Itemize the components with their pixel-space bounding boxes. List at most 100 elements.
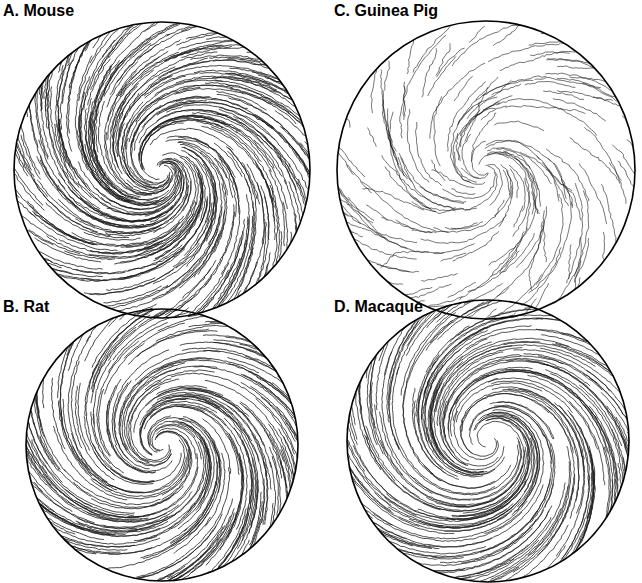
nerve-fiber [412, 388, 459, 479]
nerve-fiber [312, 165, 318, 176]
nerve-fiber [114, 383, 150, 469]
nerve-fiber [558, 191, 589, 300]
nerve-fiber [491, 462, 570, 580]
nerve-fiber [562, 333, 611, 355]
nerve-fiber [144, 202, 196, 248]
nerve-fiber [187, 389, 249, 417]
nerve-fiber [69, 296, 81, 297]
nerve-fiber [460, 233, 535, 300]
nerve-fiber [105, 132, 169, 194]
nerve-fiber [630, 440, 637, 460]
nerve-fiber [68, 47, 85, 134]
nerve-fiber [416, 122, 442, 186]
nerve-fiber [385, 497, 507, 525]
nerve-fiber [91, 412, 111, 464]
nerve-fiber [329, 167, 408, 249]
nerve-fiber [189, 323, 244, 326]
nerve-fiber [62, 170, 99, 209]
nerve-fiber [607, 406, 635, 473]
nerve-fiber [451, 189, 475, 195]
nerve-fiber [460, 96, 512, 137]
nerve-fiber [176, 98, 275, 128]
nerve-fiber [280, 126, 319, 174]
nerve-fiber [375, 404, 403, 475]
nerve-fiber [255, 162, 273, 202]
nerve-fiber [500, 228, 527, 274]
nerve-fiber [383, 61, 390, 131]
nerve-fiber [247, 52, 272, 57]
nerve-fiber [144, 73, 270, 97]
nerve-fiber [36, 516, 157, 544]
nerve-fiber [155, 575, 182, 583]
nerve-fiber [497, 99, 597, 136]
nerve-fiber [552, 344, 622, 385]
nerve-fiber [272, 456, 278, 538]
nerve-fiber [139, 110, 227, 143]
nerve-fiber [413, 13, 466, 73]
nerve-fiber [146, 200, 193, 245]
nerve-fiber [462, 134, 479, 178]
nerve-lines [328, 13, 642, 328]
nerve-fiber [428, 57, 456, 97]
nerve-fiber [154, 538, 221, 583]
nerve-fiber [219, 158, 237, 216]
nerve-fiber [456, 133, 460, 161]
nerve-fiber [261, 96, 301, 122]
nerve-fiber [54, 341, 61, 363]
nerve-fiber [452, 22, 534, 66]
nerve-fiber [122, 368, 177, 449]
nerve-fiber [64, 251, 115, 260]
nerve-fiber [524, 23, 544, 26]
nerve-fiber [140, 399, 243, 455]
nerve-fiber [228, 406, 272, 490]
nerve-fiber [214, 340, 276, 356]
nerve-fiber [225, 231, 243, 280]
nerve-fiber [425, 365, 496, 476]
nerve-fiber [138, 358, 259, 384]
nerve-fiber [7, 153, 43, 205]
nerve-fiber [368, 128, 377, 147]
nerve-fiber [60, 32, 88, 130]
nerve-fiber [67, 324, 82, 356]
nerve-fiber [336, 216, 388, 240]
nerve-fiber [346, 165, 372, 193]
nerve-fiber [361, 257, 419, 272]
nerve-fiber [369, 331, 386, 454]
nerve-fiber [241, 402, 285, 462]
nerve-fiber [403, 82, 405, 120]
nerve-fiber [468, 246, 516, 291]
nerve-fiber [434, 96, 442, 166]
nerve-fiber [27, 250, 52, 262]
nerve-fiber [600, 447, 611, 541]
nerve-fiber [409, 568, 465, 571]
nerve-fiber [126, 14, 146, 30]
nerve-fiber [543, 91, 584, 99]
nerve-fiber [118, 247, 184, 278]
nerve-fiber [228, 563, 236, 573]
nerve-fiber [218, 258, 240, 299]
nerve-fiber [612, 145, 642, 196]
nerve-fiber [117, 526, 216, 582]
nerve-fiber [58, 327, 77, 398]
nerve-fiber [138, 166, 176, 204]
nerve-fiber [91, 101, 141, 197]
nerve-fiber [128, 379, 172, 422]
nerve-fiber [479, 154, 509, 165]
nerve-fiber [150, 65, 277, 87]
nerve-fiber [529, 41, 580, 45]
nerve-fiber [457, 341, 540, 368]
nerve-fiber [584, 127, 626, 203]
nerve-fiber [550, 374, 624, 494]
nerve-fiber [92, 60, 122, 175]
nerve-fiber [178, 419, 214, 529]
nerve-fiber [6, 156, 45, 210]
nerve-fiber [174, 517, 211, 554]
nerve-fiber [212, 217, 248, 310]
nerve-fiber [27, 201, 94, 245]
nerve-fiber [184, 481, 216, 531]
nerve-fiber [58, 43, 68, 73]
nerve-fiber [487, 152, 513, 157]
nerve-fiber [344, 399, 348, 421]
nerve-fiber [371, 55, 379, 113]
nerve-fiber [299, 421, 306, 432]
